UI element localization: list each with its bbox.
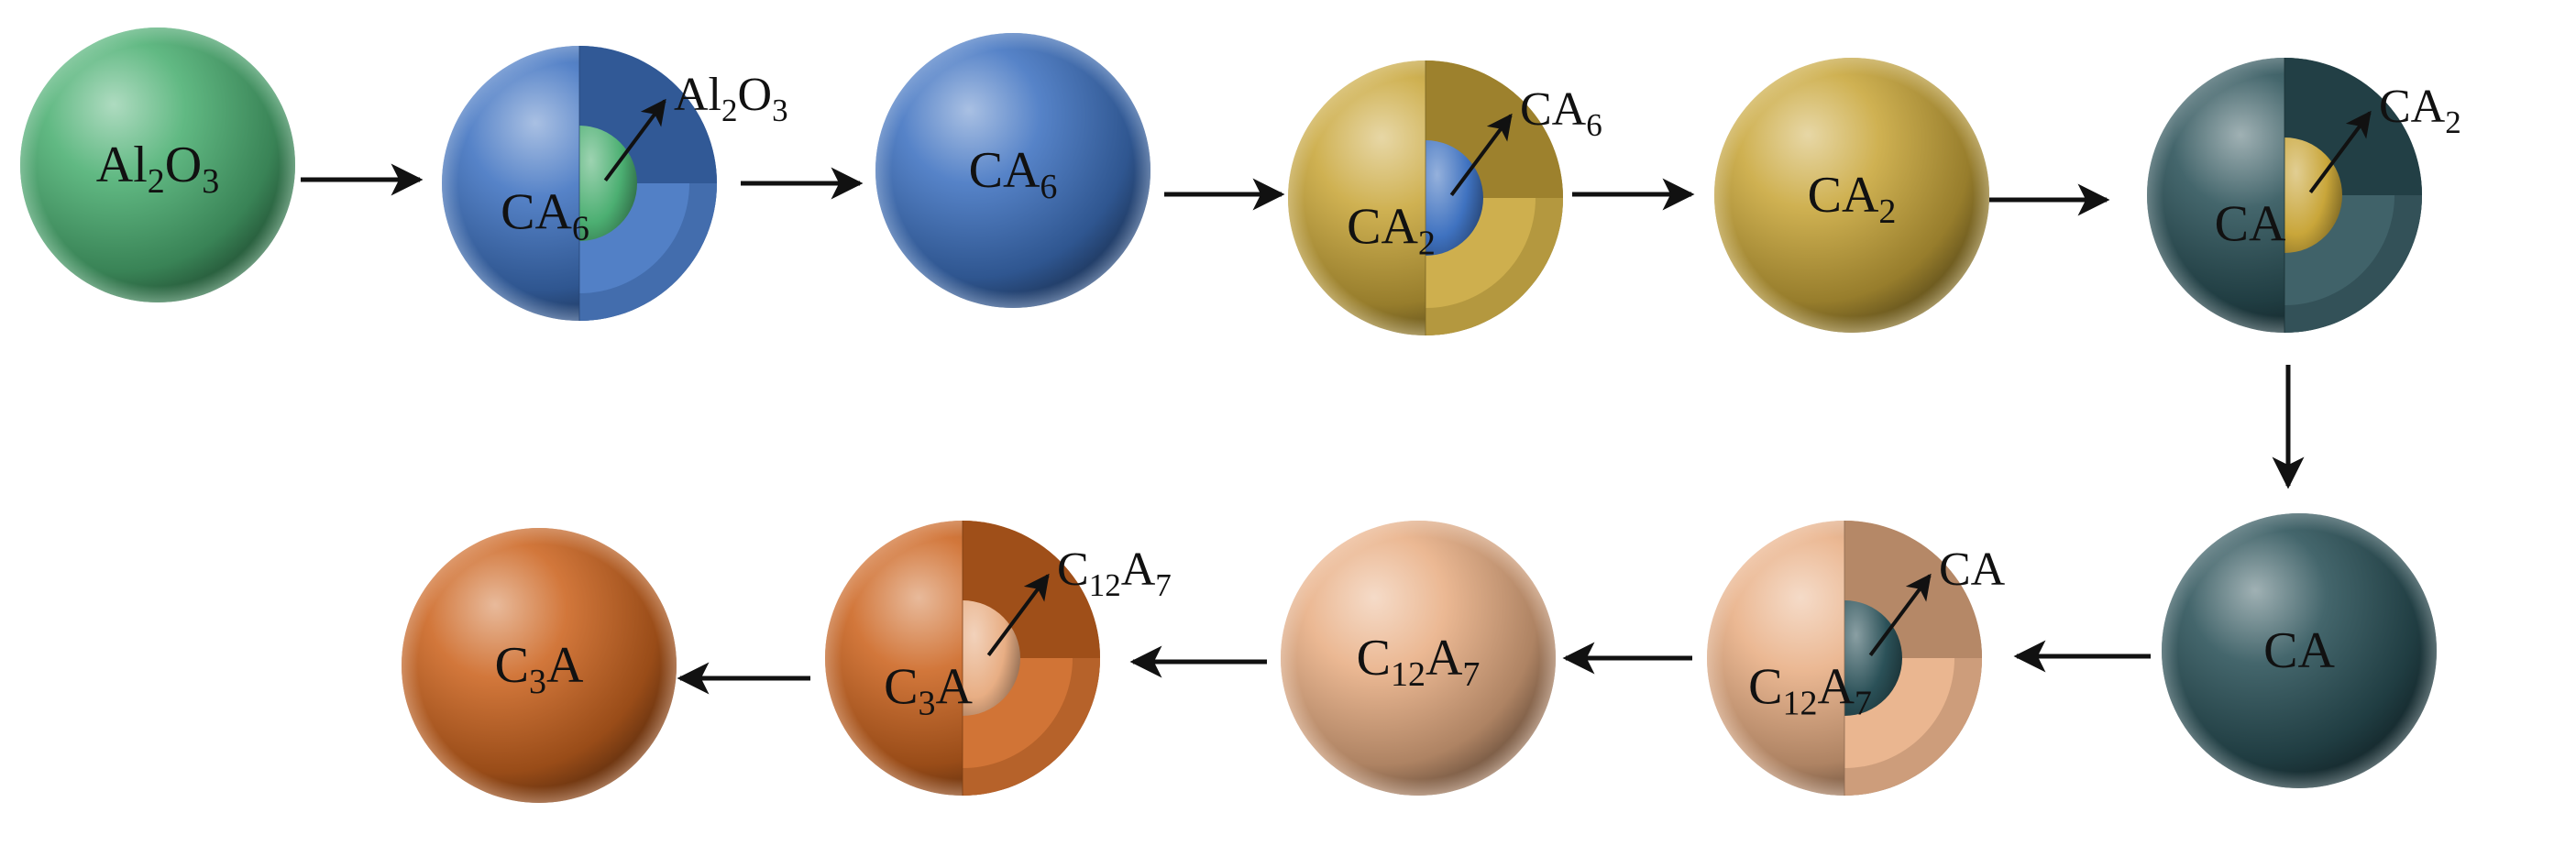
sphere-label: CA6	[501, 184, 589, 248]
sphere-label: CA6	[969, 142, 1058, 206]
callout-label: CA6	[1520, 83, 1602, 143]
sphere-label: C12A7	[1357, 630, 1481, 694]
sphere-label: CA	[2263, 622, 2335, 679]
sphere-ca: CA	[2162, 513, 2437, 788]
sphere-label: CA2	[1347, 199, 1436, 263]
cutaway-edge	[579, 183, 717, 321]
callout-label: C12A7	[1057, 544, 1172, 603]
callout-label: CA2	[2379, 81, 2461, 140]
sphere-rim	[875, 33, 1150, 308]
sphere-ca2: CA2	[1714, 58, 1989, 333]
sphere-al2o3: Al2O3	[20, 27, 295, 302]
callout-label: Al2O3	[674, 69, 788, 128]
callout-arrow	[986, 573, 1050, 657]
sphere-c12a7: C12A7	[1281, 521, 1556, 796]
cutaway-edge	[1426, 198, 1563, 335]
cutaway-edge	[2284, 195, 2422, 333]
sphere-c12a7-shell: CA C12A7	[1707, 521, 2006, 796]
callout-arrow	[603, 98, 666, 182]
callout-arrow	[2308, 110, 2372, 194]
callout-arrow	[1449, 113, 1513, 197]
cutaway-edge	[963, 658, 1100, 796]
sphere-rim	[1714, 58, 1989, 333]
sphere-label: C3A	[884, 659, 973, 723]
sphere-rim	[20, 27, 295, 302]
sphere-c3a: C3A	[402, 528, 677, 803]
cutaway-edge	[1844, 658, 1982, 796]
sphere-label: CA	[2215, 196, 2286, 253]
sphere-label: Al2O3	[96, 137, 219, 201]
sphere-rim	[1281, 521, 1556, 796]
callout-arrow	[1868, 573, 1932, 657]
sphere-rim	[402, 528, 677, 803]
sphere-rim	[2162, 513, 2437, 788]
callout-label: CA	[1939, 544, 2006, 596]
sphere-layer: Al2O3Al2O3CA6CA6CA6CA2CA2CA2CACACAC12A7C…	[20, 27, 2461, 803]
sphere-label: C3A	[495, 637, 584, 701]
sphere-label: C12A7	[1748, 659, 1872, 723]
arrow-layer	[301, 163, 2305, 695]
sphere-ca6: CA6	[875, 33, 1150, 308]
sphere-label: CA2	[1808, 167, 1897, 231]
